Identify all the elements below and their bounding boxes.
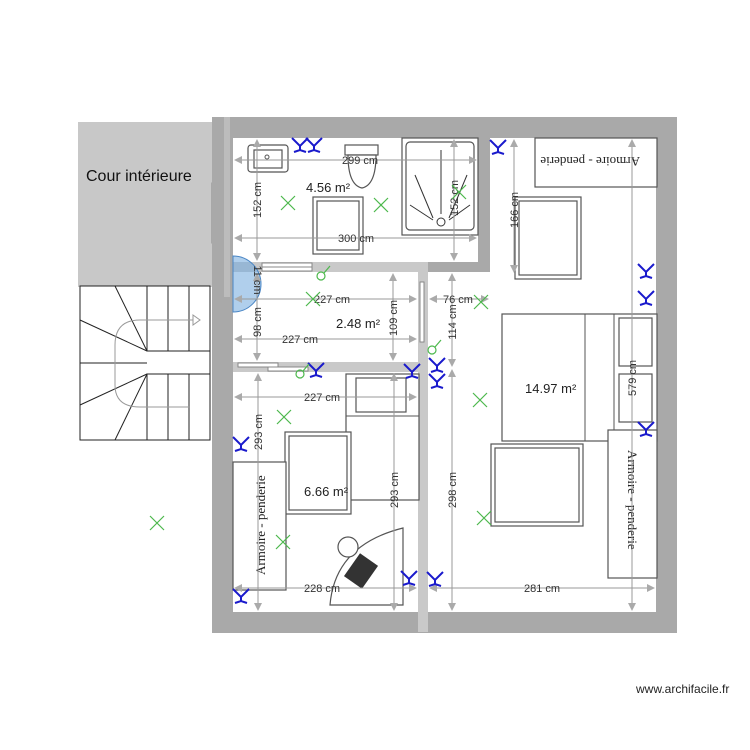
- bathroom-rug: [312, 196, 364, 255]
- door-bedroom-small[interactable]: [237, 362, 309, 372]
- dim-large-width-bottom: 281 cm: [524, 583, 560, 595]
- wardrobe-left: Armoire - penderie: [232, 461, 287, 591]
- dim-large-lower-height: 298 cm: [447, 472, 459, 508]
- courtyard: [78, 122, 224, 287]
- dim-small-height-right: 293 cm: [389, 472, 401, 508]
- dim-passage-width: 76 cm: [443, 294, 473, 306]
- dimension-lines: [234, 139, 655, 611]
- switch-icons: [295, 265, 442, 379]
- courtyard-label: Cour intérieure: [86, 168, 192, 185]
- area-bedroom-small: 6.66 m²: [304, 484, 349, 499]
- door-bedroom-large[interactable]: [419, 281, 425, 343]
- single-bed: [345, 373, 420, 501]
- svg-text:Armoire - penderie: Armoire - penderie: [253, 475, 268, 575]
- staircase: [79, 285, 211, 441]
- sink: [247, 144, 289, 173]
- dim-small-width-top: 227 cm: [304, 392, 340, 404]
- dim-hall-height-right: 109 cm: [388, 300, 400, 336]
- dim-small-width-bottom: 228 cm: [304, 583, 340, 595]
- armchair: [514, 196, 582, 280]
- area-hall: 2.48 m²: [336, 316, 381, 331]
- wardrobe-top: Armoire - penderie: [534, 137, 658, 188]
- door-bathroom[interactable]: [261, 262, 313, 272]
- dim-bath-width: 300 cm: [338, 233, 374, 245]
- dim-large-total-height: 579 cm: [627, 360, 639, 396]
- dim-bath-height-left: 152 cm: [252, 182, 264, 218]
- dim-small-height-left: 293 cm: [253, 414, 265, 450]
- watermark: www.archifacile.fr: [636, 682, 730, 696]
- shower: [401, 137, 479, 236]
- dim-hall-width-bottom: 227 cm: [282, 334, 318, 346]
- rug-small: [284, 431, 352, 515]
- dim-large-top-height: 166 cm: [509, 192, 521, 228]
- room-hall: [233, 272, 418, 362]
- area-bedroom-large: 14.97 m²: [525, 381, 577, 396]
- svg-text:Armoire - penderie: Armoire - penderie: [540, 154, 640, 169]
- dim-passage-height: 114 cm: [447, 304, 459, 339]
- dim-hall-height-left: 98 cm: [252, 307, 264, 337]
- dimension-labels: 299 cm 300 cm 152 cm 152 cm 11 cm 98 cm …: [251, 155, 639, 595]
- area-bathroom: 4.56 m²: [306, 180, 351, 195]
- dim-hall-width-top: 227 cm: [314, 294, 350, 306]
- dim-bath-width-top: 299 cm: [342, 155, 378, 167]
- rug-large: [490, 443, 584, 527]
- dim-door-gap: 11 cm: [251, 265, 263, 294]
- dim-bath-height-right: 152 cm: [449, 180, 461, 216]
